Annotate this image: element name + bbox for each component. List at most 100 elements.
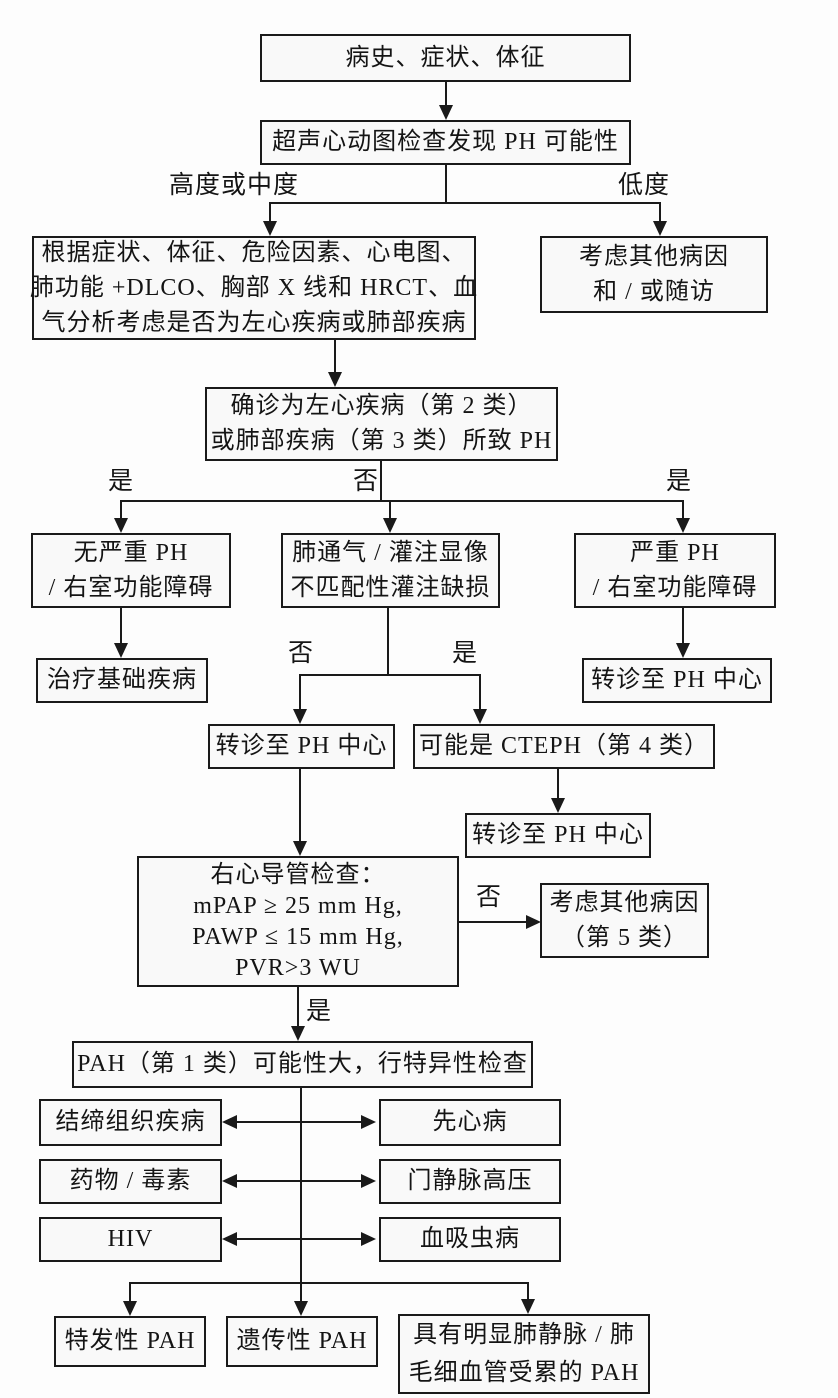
edge-nosevere-treat <box>120 608 122 644</box>
arrowhead <box>676 643 690 658</box>
node-no-severe-ph-line: / 右室功能障碍 <box>48 574 214 601</box>
edge-history-echo <box>445 82 447 107</box>
node-workup-line: 肺功能 +DLCO、胸部 X 线和 HRCT、血 <box>29 274 479 301</box>
node-refer-ph-center-mid-line: 转诊至 PH 中心 <box>215 733 388 759</box>
arrowhead <box>114 643 128 658</box>
arrowhead <box>293 709 307 724</box>
node-consider-other-followup-line: 和 / 或随访 <box>593 278 715 305</box>
edge-branch-no-severe <box>120 500 122 519</box>
node-ipah: 特发性 PAH <box>54 1316 206 1367</box>
node-severe-ph: 严重 PH / 右室功能障碍 <box>574 533 776 608</box>
edge-label-rhc-yes: 是 <box>306 998 333 1025</box>
edge-vqyes-cteph <box>479 674 481 710</box>
arrowhead <box>222 1115 237 1129</box>
node-cteph-line: 可能是 CTEPH（第 4 类） <box>418 733 709 759</box>
edge-ctd-chd <box>236 1121 362 1123</box>
edge-refer-rhc <box>299 769 301 842</box>
node-consider-other-group5-line: 考虑其他病因 <box>549 889 700 916</box>
node-refer-ph-center-right-line: 转诊至 PH 中心 <box>591 667 763 693</box>
node-hiv-line: HIV <box>107 1226 154 1252</box>
node-rhc-line: mPAP ≥ 25 mm Hg, <box>193 892 403 919</box>
node-refer-ph-center-lower-line: 转诊至 PH 中心 <box>472 822 644 848</box>
node-consider-other-followup-line: 考虑其他病因 <box>579 243 729 270</box>
arrowhead <box>361 1232 376 1246</box>
node-ipah-line: 特发性 PAH <box>64 1328 196 1354</box>
edge-label-confirmed-yes-left: 是 <box>107 468 134 495</box>
edge-branch-followup <box>659 202 661 222</box>
node-chd-line: 先心病 <box>432 1109 508 1135</box>
node-workup-line: 气分析考虑是否为左心疾病或肺部疾病 <box>41 309 467 336</box>
arrowhead <box>383 518 397 533</box>
edge-branch-workup <box>269 202 271 222</box>
node-severe-ph-line: / 右室功能障碍 <box>592 574 758 601</box>
arrowhead <box>328 372 342 387</box>
node-portal-htn-line: 门静脉高压 <box>407 1168 533 1194</box>
edge-hiv-schisto <box>236 1238 362 1240</box>
node-refer-ph-center-lower: 转诊至 PH 中心 <box>465 813 651 858</box>
arrowhead <box>361 1174 376 1188</box>
node-schistosomiasis: 血吸虫病 <box>379 1217 561 1262</box>
edge-vq-split <box>387 608 389 676</box>
arrowhead <box>526 915 541 929</box>
node-vq-scan-line: 肺通气 / 灌注显像 <box>292 539 489 566</box>
node-confirmed-group23-line: 确诊为左心疾病（第 2 类） <box>230 393 533 419</box>
node-refer-ph-center-mid: 转诊至 PH 中心 <box>208 724 395 769</box>
node-chd: 先心病 <box>379 1099 561 1146</box>
node-rhc: 右心导管检查： mPAP ≥ 25 mm Hg, PAWP ≤ 15 mm Hg… <box>137 856 459 987</box>
edge-branch-ipah <box>129 1282 131 1302</box>
node-treat-underlying-line: 治疗基础疾病 <box>47 667 197 693</box>
edge-bottom-branch-bar <box>129 1282 529 1284</box>
node-hpah-line: 遗传性 PAH <box>236 1328 368 1354</box>
node-refer-ph-center-right: 转诊至 PH 中心 <box>582 658 772 703</box>
edge-branch-severe <box>682 500 684 519</box>
edge-pah-bottom <box>300 1088 302 1284</box>
node-workup: 根据症状、体征、危险因素、心电图、 肺功能 +DLCO、胸部 X 线和 HRCT… <box>29 236 479 340</box>
edge-label-echo-high: 高度或中度 <box>168 172 299 199</box>
edge-echo-branch-bar <box>269 202 661 204</box>
arrowhead <box>114 518 128 533</box>
arrowhead <box>551 798 565 813</box>
node-rhc-line: PVR>3 WU <box>235 954 361 981</box>
edge-rhc-pah <box>297 987 299 1027</box>
node-echo: 超声心动图检查发现 PH 可能性 <box>260 120 631 165</box>
node-severe-ph-line: 严重 PH <box>630 539 720 566</box>
node-consider-other-group5: 考虑其他病因 （第 5 类） <box>540 883 709 958</box>
arrowhead <box>676 518 690 533</box>
node-drugs-toxins: 药物 / 毒素 <box>39 1159 222 1204</box>
edge-workup-confirmed <box>334 340 336 373</box>
node-confirmed-group23: 确诊为左心疾病（第 2 类） 或肺部疾病（第 3 类）所致 PH <box>205 387 558 461</box>
node-ctd-line: 结缔组织疾病 <box>55 1109 206 1135</box>
arrowhead <box>653 221 667 236</box>
edge-drugs-portal <box>236 1180 362 1182</box>
node-ctd: 结缔组织疾病 <box>39 1099 222 1146</box>
node-pvod-pch-line: 具有明显肺静脉 / 肺 <box>413 1322 635 1348</box>
edge-cteph-refer <box>557 769 559 799</box>
node-cteph: 可能是 CTEPH（第 4 类） <box>413 724 715 769</box>
arrowhead <box>439 105 453 120</box>
arrowhead <box>123 1301 137 1316</box>
edge-confirmed-branch-bar <box>120 500 684 502</box>
arrowhead <box>222 1174 237 1188</box>
arrowhead <box>473 709 487 724</box>
node-vq-scan: 肺通气 / 灌注显像 不匹配性灌注缺损 <box>281 533 500 608</box>
node-consider-other-group5-line: （第 5 类） <box>561 924 688 951</box>
node-no-severe-ph-line: 无严重 PH <box>73 539 189 566</box>
node-rhc-line: PAWP ≤ 15 mm Hg, <box>192 923 404 950</box>
edge-label-echo-low: 低度 <box>617 172 670 199</box>
node-portal-htn: 门静脉高压 <box>379 1159 561 1204</box>
edge-confirmed-branch <box>380 461 382 502</box>
arrowhead <box>294 1301 308 1316</box>
edge-label-vq-no: 否 <box>287 640 314 667</box>
node-hpah: 遗传性 PAH <box>226 1316 378 1367</box>
edge-branch-pvod <box>527 1282 529 1300</box>
arrowhead <box>222 1232 237 1246</box>
node-pvod-pch-line: 毛细血管受累的 PAH <box>408 1360 640 1386</box>
node-pah-likely: PAH（第 1 类）可能性大，行特异性检查 <box>72 1041 533 1088</box>
node-confirmed-group23-line: 或肺部疾病（第 3 类）所致 PH <box>210 428 553 454</box>
node-drugs-toxins-line: 药物 / 毒素 <box>69 1168 192 1194</box>
node-schistosomiasis-line: 血吸虫病 <box>420 1226 520 1252</box>
node-workup-line: 根据症状、体征、危险因素、心电图、 <box>41 239 467 266</box>
edge-label-confirmed-no: 否 <box>352 468 379 495</box>
arrowhead <box>361 1115 376 1129</box>
